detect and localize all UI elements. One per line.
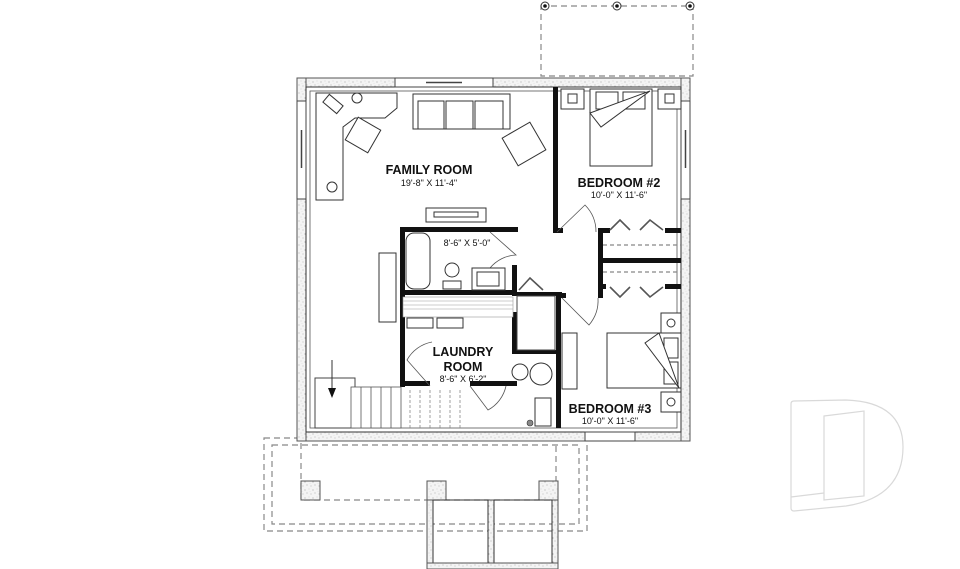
doors [406, 204, 681, 411]
equipment [534, 397, 552, 427]
corner-desk [315, 92, 398, 201]
room-name-laundry-line2: ROOM [444, 360, 483, 374]
water-heater [511, 363, 529, 381]
shelf [378, 252, 397, 323]
room-dim-bedroom-2: 10'-0" X 11'-6" [591, 190, 647, 200]
room-labels: FAMILY ROOM 19'-8" X 11'-4" BEDROOM #2 1… [386, 163, 661, 426]
room-dim-bathroom: 8'-6" X 5'-0" [444, 238, 491, 248]
windows [296, 77, 691, 442]
room-name-family: FAMILY ROOM [386, 163, 473, 177]
stairs [314, 296, 514, 429]
family-room-furniture [315, 92, 547, 323]
office-chair [322, 93, 344, 115]
furnace [529, 362, 553, 386]
deck-post-icon [685, 1, 695, 11]
washer [406, 317, 434, 329]
bedroom-2-furniture [560, 88, 682, 167]
dresser [561, 332, 578, 390]
plant-icon [351, 92, 363, 104]
mechanical-fixtures [511, 295, 556, 427]
down-arrow-icon [328, 360, 336, 398]
room-name-laundry-line1: LAUNDRY [433, 345, 494, 359]
plant-icon [326, 181, 338, 193]
room-name-bedroom-3: BEDROOM #3 [569, 402, 652, 416]
d-logo-icon [790, 399, 904, 512]
toilet [444, 262, 460, 278]
armchair [501, 121, 547, 167]
room-name-bedroom-2: BEDROOM #2 [578, 176, 661, 190]
room-dim-family: 19'-8" X 11'-4" [401, 178, 457, 188]
dryer [436, 317, 464, 329]
rear-deck-outline [540, 1, 695, 77]
deck-post-icon [540, 1, 550, 11]
bathtub [405, 232, 431, 290]
bathroom-fixtures [405, 232, 506, 291]
bedroom-3-furniture [561, 312, 682, 413]
room-dim-bedroom-3: 10'-0" X 11'-6" [582, 416, 638, 426]
front-porch-structure [300, 480, 559, 569]
armchair [344, 116, 382, 154]
room-dim-laundry: 8'-6" X 6'-2" [440, 374, 487, 384]
deck-post-icon [612, 1, 622, 11]
